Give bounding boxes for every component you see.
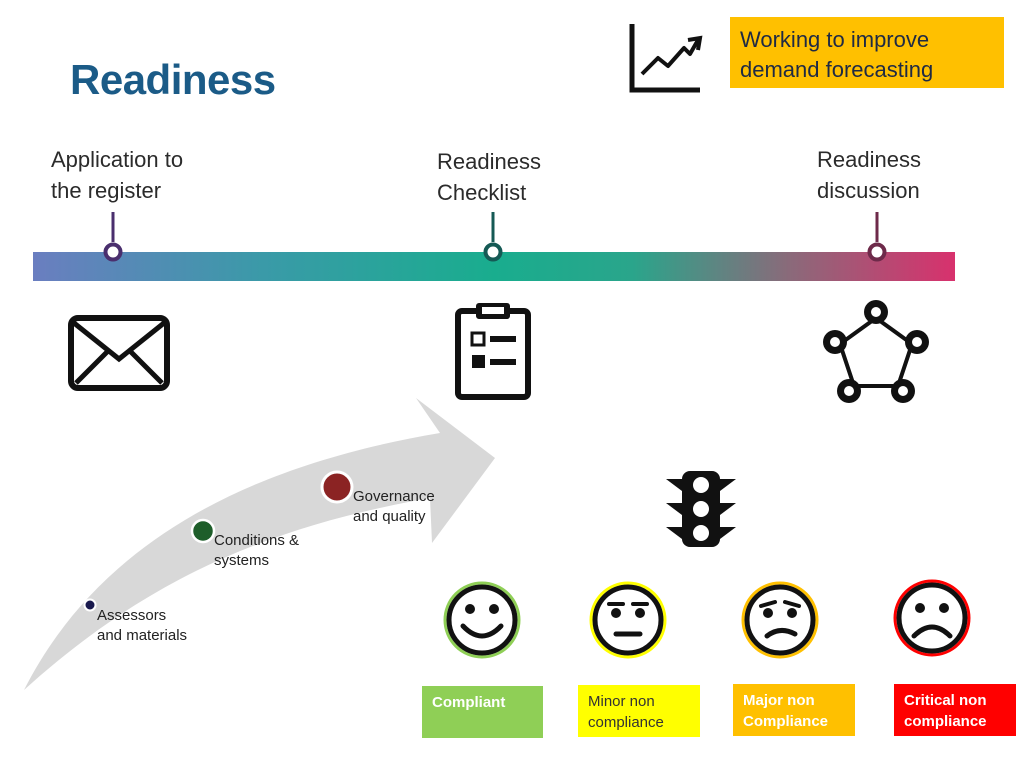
arrow-label-conditions: Conditions &systems (214, 532, 300, 569)
arrow-dot-governance (320, 470, 354, 504)
timeline-pin-discussion (867, 212, 887, 262)
arrow-dot-conditions (190, 518, 216, 544)
envelope-icon (68, 315, 170, 391)
trend-chart-icon (629, 24, 703, 93)
happy-face-icon (443, 581, 521, 659)
worried-face-icon (741, 581, 819, 659)
traffic-light-icon (666, 471, 736, 547)
neutral-face-icon (589, 581, 667, 659)
arrow-dot-assessors (83, 598, 97, 612)
page-title: Readiness (70, 56, 276, 103)
note-box: Working to improve demand forecasting (730, 17, 1004, 88)
timeline-pin-application (103, 212, 123, 262)
meeting-circle-icon (823, 300, 929, 403)
sad-face-icon (893, 579, 971, 657)
clipboard-icon (455, 303, 531, 400)
badge-compliant: Compliant (422, 686, 543, 738)
timeline-pin-checklist (483, 212, 503, 262)
